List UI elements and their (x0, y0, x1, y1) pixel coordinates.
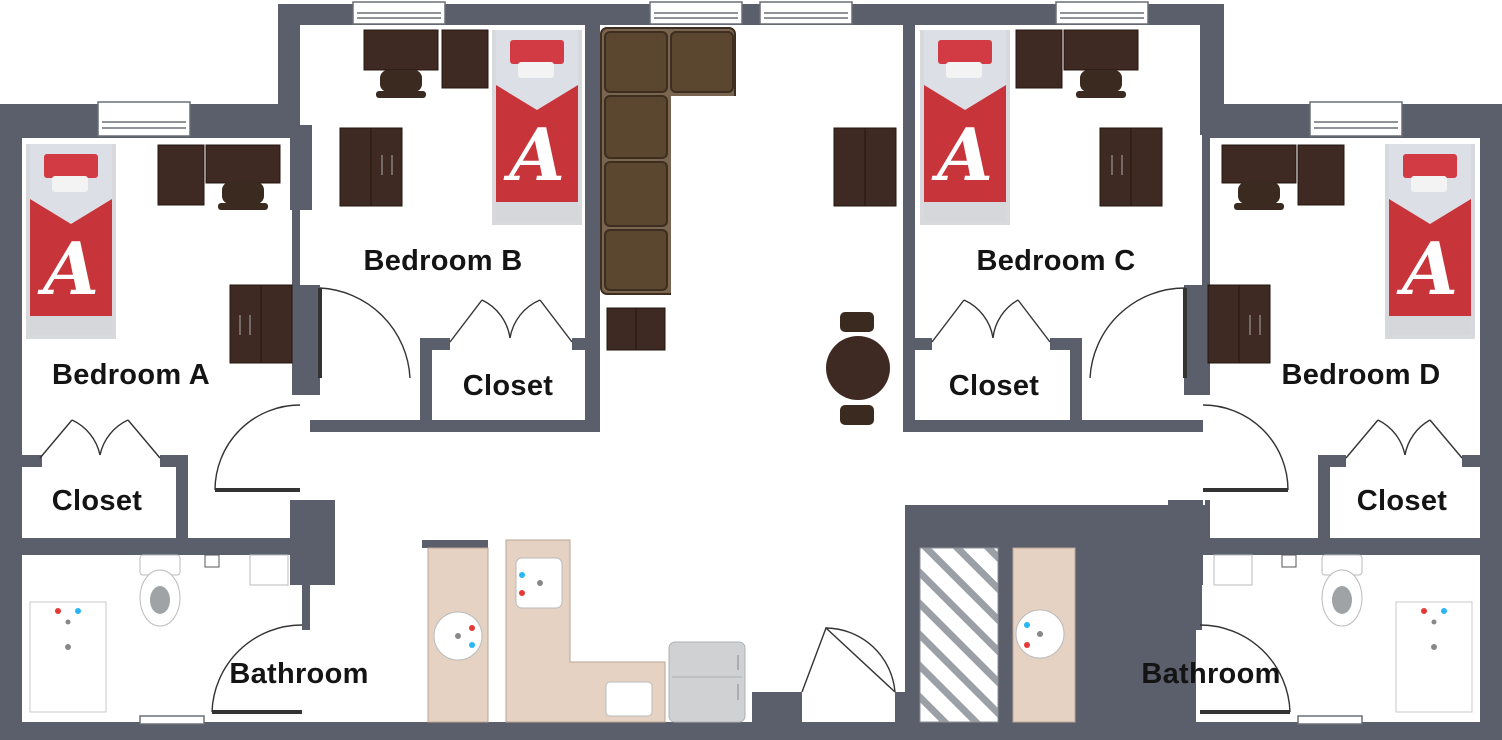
window-icon (649, 1, 743, 25)
dresser-icon (339, 127, 403, 207)
sofa-gap (671, 96, 737, 296)
sink-icon (515, 557, 563, 609)
refrigerator-icon (668, 641, 746, 723)
toilet-icon (1321, 554, 1363, 627)
dresser-icon (1207, 284, 1271, 364)
label-closet-b: Closet (463, 370, 553, 402)
interior-walls (0, 25, 1502, 740)
label-bedroom-d: Bedroom D (1282, 359, 1441, 391)
desk-icon (441, 29, 489, 89)
window-icon (1309, 101, 1403, 137)
windows (97, 1, 1403, 725)
door-swing-icon (801, 626, 896, 693)
bed-logo: A (1396, 226, 1458, 311)
desk-icon (157, 144, 205, 206)
bed-logo: A (931, 112, 993, 197)
bed-icon: A (492, 30, 582, 225)
window-icon (1055, 1, 1149, 25)
door-swing-icon (1202, 404, 1289, 492)
door-swing-icon (1199, 624, 1291, 714)
label-closet-c: Closet (949, 370, 1039, 402)
dresser-icon (1099, 127, 1163, 207)
bed-icon: A (920, 30, 1010, 225)
desks (157, 29, 1345, 206)
door-swing-icon (1345, 419, 1463, 459)
label-bathroom-left: Bathroom (229, 658, 368, 690)
desk-icon (1221, 144, 1297, 184)
bed-logo: A (37, 226, 99, 311)
door-swing-icon (449, 299, 573, 343)
dresser-icon (606, 307, 666, 351)
window-icon (352, 1, 446, 25)
label-bedroom-a: Bedroom A (52, 359, 210, 391)
storage-hatch (919, 547, 999, 723)
toilet-icon (139, 554, 181, 627)
dining-table-icon (826, 312, 890, 425)
label-bedroom-c: Bedroom C (977, 245, 1136, 277)
chairs (218, 70, 1284, 210)
microwave-icon (605, 681, 653, 717)
dressers (229, 127, 1271, 364)
label-closet-a: Closet (52, 485, 142, 517)
window-icon (97, 101, 191, 137)
desk-icon (1297, 144, 1345, 206)
room-labels: Bedroom A Bedroom B Bedroom C Bedroom D … (52, 245, 1447, 690)
door-swing-icon (318, 287, 411, 379)
shower-icon (1395, 601, 1473, 713)
label-bathroom-right: Bathroom (1141, 658, 1280, 690)
chair-icon (376, 70, 426, 98)
bed-logo: A (503, 112, 565, 197)
dresser-icon (229, 284, 293, 364)
label-closet-d: Closet (1357, 485, 1447, 517)
chair-icon (1076, 70, 1126, 98)
door-swing-icon (39, 419, 161, 459)
desk-icon (1015, 29, 1063, 89)
door-swing-icon (1089, 287, 1187, 379)
sink-icon (433, 611, 483, 661)
desk-icon (205, 144, 281, 184)
chair-icon (218, 182, 268, 210)
kitchen (427, 539, 1076, 723)
desk-icon (1063, 29, 1139, 71)
desk-icon (363, 29, 439, 71)
door-swing-icon (211, 624, 303, 714)
door-swing-icon (931, 299, 1051, 343)
bed-icon: A (26, 144, 116, 339)
chair-icon (1234, 182, 1284, 210)
sink-icon (1015, 609, 1065, 659)
doors (39, 287, 1463, 714)
shower-icon (29, 601, 107, 713)
window-icon (759, 1, 853, 25)
bath-fixtures (29, 554, 1473, 713)
window-icon (1297, 715, 1363, 725)
dresser-icon (833, 127, 897, 207)
bed-icon: A (1385, 144, 1475, 339)
door-swing-icon (214, 404, 301, 492)
beds: A A A A (26, 30, 1475, 339)
window-icon (139, 715, 205, 725)
label-bedroom-b: Bedroom B (364, 245, 523, 277)
